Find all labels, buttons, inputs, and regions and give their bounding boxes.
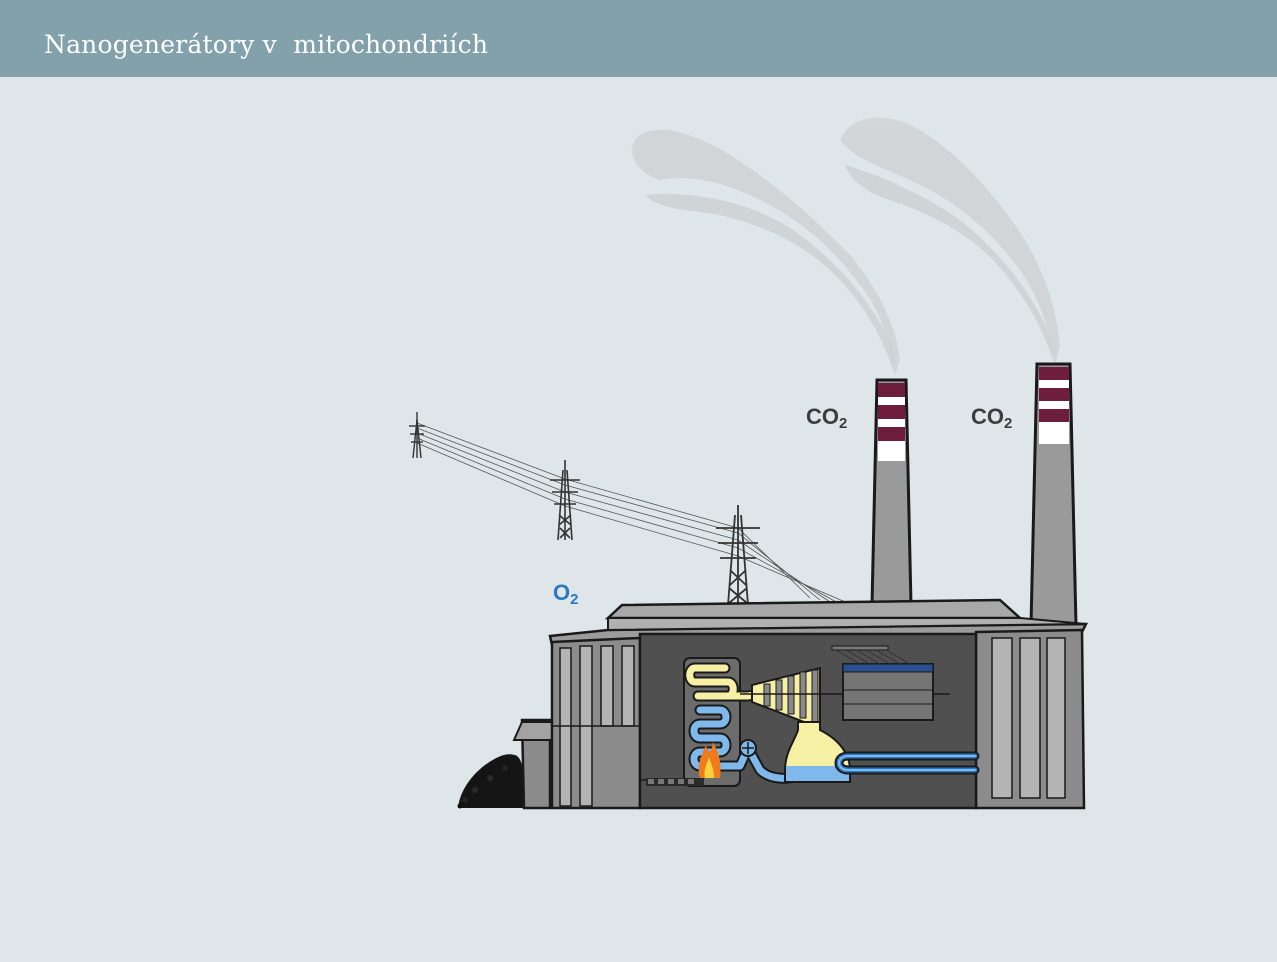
page-title: Nanogenerátory v mitochondriích	[44, 30, 489, 59]
coal-pile-icon	[457, 754, 525, 809]
chimney-left	[870, 378, 913, 607]
condenser	[784, 721, 851, 783]
steam-pipe	[684, 662, 786, 702]
power-pylon-icon	[409, 412, 425, 459]
co2-label-right: CO2	[971, 404, 1012, 432]
co2-label-left: CO2	[806, 404, 847, 432]
chimney-right	[1029, 362, 1078, 627]
cooling-pipe	[834, 751, 980, 775]
smoke-icon	[631, 117, 1060, 375]
turbine-icon	[740, 666, 950, 730]
water-pipe	[688, 704, 806, 784]
generator-icon	[831, 645, 934, 721]
power-pylon-icon	[716, 505, 760, 606]
oxygen-label: O2	[553, 580, 578, 608]
header-bar: Nanogenerátory v mitochondriích	[0, 0, 1277, 77]
power-lines	[416, 422, 851, 605]
power-pylon-icon	[550, 460, 580, 541]
flame-icon	[698, 742, 721, 778]
pump-icon	[739, 739, 757, 757]
